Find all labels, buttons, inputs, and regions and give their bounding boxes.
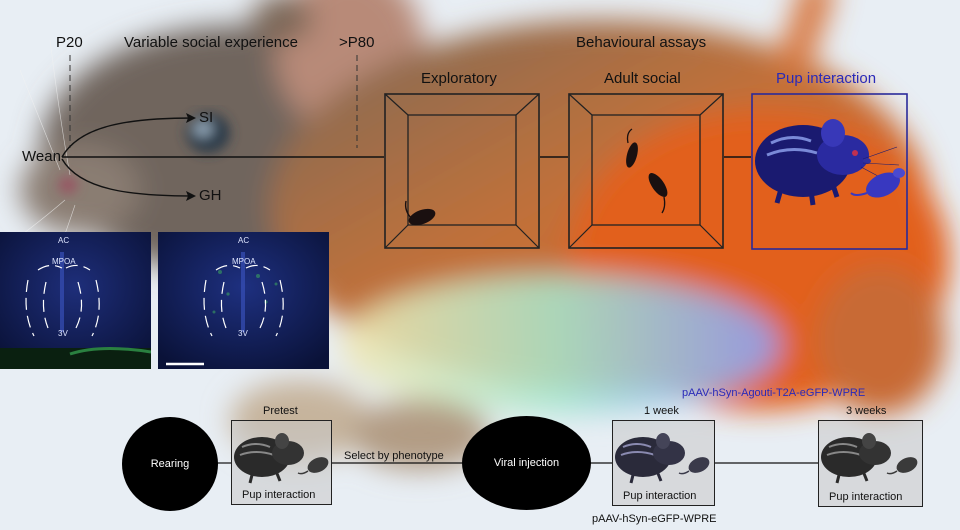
- brain-label-mpoa-right: MPOA: [232, 257, 256, 266]
- gh-label: GH: [199, 187, 222, 204]
- pup-interaction-assay-label: Pup interaction: [776, 70, 877, 87]
- brain-section-panel-left: AC MPOA 3V: [0, 232, 151, 369]
- pup-icon: [886, 457, 918, 475]
- week1-label: 1 week: [644, 405, 679, 417]
- exploratory-arena: [384, 93, 540, 249]
- rearing-node: Rearing: [122, 417, 218, 511]
- mouse-silhouette-icon: [404, 200, 436, 226]
- week1-pup-interaction-label: Pup interaction: [623, 490, 697, 502]
- week3-pup-interaction-box: Pup interaction: [818, 420, 923, 507]
- week3-label: 3 weeks: [846, 405, 887, 417]
- p80-label: >P80: [339, 34, 375, 51]
- adult-social-arena: [568, 93, 724, 249]
- adult-social-label: Adult social: [604, 70, 681, 87]
- pup-icon: [850, 168, 905, 198]
- adult-mouse-icon: [821, 433, 891, 484]
- p20-label: P20: [56, 34, 83, 51]
- agouti-construct-label: pAAV-hSyn-Agouti-T2A-eGFP-WPRE: [682, 387, 866, 399]
- rearing-label: Rearing: [150, 457, 190, 470]
- wean-label: Wean: [22, 148, 61, 165]
- week1-pup-interaction-box: Pup interaction: [612, 420, 715, 506]
- variable-social-experience-label: Variable social experience: [124, 34, 298, 51]
- si-label: SI: [199, 109, 214, 126]
- adult-mouse-icon: [755, 119, 871, 206]
- week3-pup-interaction-label: Pup interaction: [829, 491, 903, 503]
- brain-section-panel-right: AC MPOA 3V: [158, 232, 329, 369]
- brain-label-ac-left: AC: [58, 236, 70, 245]
- two-mice-icon: [626, 128, 668, 214]
- brain-label-mpoa-left: MPOA: [52, 257, 76, 266]
- exploratory-label: Exploratory: [421, 70, 497, 87]
- brain-label-3v-left: 3V: [58, 329, 68, 338]
- viral-injection-label: Viral injection: [493, 456, 560, 469]
- adult-mouse-icon: [615, 433, 685, 484]
- egfp-construct-label: pAAV-hSyn-eGFP-WPRE: [592, 513, 717, 525]
- pretest-pup-interaction-box: Pup interaction: [231, 420, 332, 505]
- behavioural-assays-title: Behavioural assays: [576, 34, 707, 51]
- pretest-pup-interaction-label: Pup interaction: [242, 489, 316, 501]
- pup-icon: [678, 457, 710, 475]
- pup-icon: [297, 457, 329, 475]
- pup-interaction-assay-box: [751, 93, 908, 250]
- pretest-label: Pretest: [263, 405, 298, 417]
- viral-injection-node: Viral injection: [462, 416, 591, 510]
- select-by-phenotype-label: Select by phenotype: [344, 450, 444, 462]
- adult-mouse-icon: [234, 433, 304, 484]
- brain-label-ac-right: AC: [238, 236, 250, 245]
- brain-label-3v-right: 3V: [238, 329, 248, 338]
